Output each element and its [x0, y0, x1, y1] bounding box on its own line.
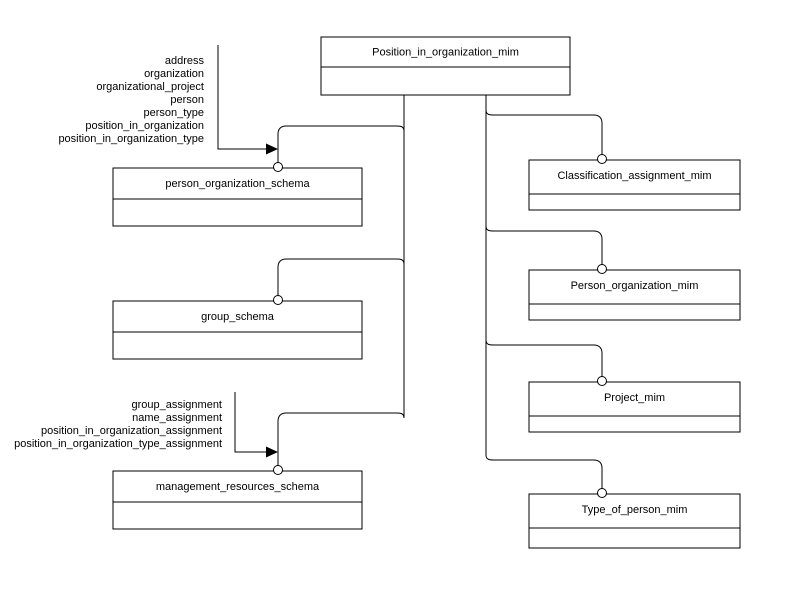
upper-annotation-item: position_in_organization_type	[58, 133, 204, 145]
upper-annotation-item: organization	[144, 68, 204, 80]
entity-group-schema[interactable]: group_schema	[112, 300, 363, 360]
entity-person-organization-mim[interactable]: Person_organization_mim	[528, 269, 741, 321]
connector-layer	[277, 95, 603, 489]
lower-annotation-item: position_in_organization_type_assignment	[14, 438, 222, 450]
connector-ball-person-organization-schema	[273, 162, 283, 172]
entity-management-resources-schema[interactable]: management_resources_schema	[112, 470, 363, 530]
entity-title: Project_mim	[604, 392, 665, 404]
entity-box	[112, 470, 363, 530]
upper-annotation-item: position_in_organization	[85, 120, 204, 132]
entity-box	[528, 493, 741, 549]
entity-box	[320, 36, 571, 96]
entity-box	[112, 167, 363, 227]
upper-annotation-item: organizational_project	[96, 81, 204, 93]
connector-to-project-mim	[485, 339, 603, 377]
connector-ball-classification-assignment-mim	[597, 154, 607, 164]
entity-project-mim[interactable]: Project_mim	[528, 381, 741, 433]
connector-ball-management-resources-schema	[273, 465, 283, 475]
lower-annotation-item: position_in_organization_assignment	[41, 425, 222, 437]
connector-ball-group-schema	[273, 295, 283, 305]
entity-title: group_schema	[201, 311, 275, 323]
entity-title: Type_of_person_mim	[582, 504, 688, 516]
upper-annotation-item: person_type	[143, 107, 204, 119]
upper-annotation-bracket	[217, 45, 266, 150]
entity-title: Position_in_organization_mim	[372, 46, 519, 58]
lower-annotation-bracket	[234, 392, 266, 453]
entity-box	[112, 300, 363, 360]
lower-annotation-item: name_assignment	[132, 412, 222, 424]
entity-title: person_organization_schema	[165, 178, 310, 190]
entity-person-organization-schema[interactable]: person_organization_schema	[112, 167, 363, 227]
connector-to-management-resources-schema	[277, 412, 405, 466]
connector-to-person-organization-mim	[485, 225, 603, 265]
entity-box	[528, 381, 741, 433]
entity-position-in-organization-mim[interactable]: Position_in_organization_mim	[320, 36, 571, 96]
entity-title: management_resources_schema	[156, 481, 320, 493]
connector-to-group-schema	[277, 258, 405, 296]
entity-box	[528, 159, 741, 211]
upper-annotation-arrowhead	[266, 143, 278, 155]
upper-annotation-item: person	[170, 94, 204, 106]
connector-to-type-of-person-mim	[485, 454, 603, 489]
connector-ball-layer	[273, 154, 607, 498]
lower-annotation-arrowhead	[266, 446, 278, 458]
entity-classification-assignment-mim[interactable]: Classification_assignment_mim	[528, 159, 741, 211]
connector-ball-project-mim	[597, 376, 607, 386]
entity-box	[528, 269, 741, 321]
connector-to-person-organization-schema	[277, 125, 405, 163]
upper-annotation-group: address organization organizational_proj…	[58, 45, 278, 155]
upper-annotation-item: address	[165, 55, 205, 67]
connector-ball-person-organization-mim	[597, 264, 607, 274]
entity-title: Person_organization_mim	[571, 280, 699, 292]
lower-annotation-item: group_assignment	[131, 399, 222, 411]
connector-to-classification-assignment-mim	[485, 109, 603, 155]
entity-type-of-person-mim[interactable]: Type_of_person_mim	[528, 493, 741, 549]
lower-annotation-group: group_assignment name_assignment positio…	[14, 392, 278, 458]
connector-ball-type-of-person-mim	[597, 488, 607, 498]
entity-title: Classification_assignment_mim	[557, 170, 711, 182]
